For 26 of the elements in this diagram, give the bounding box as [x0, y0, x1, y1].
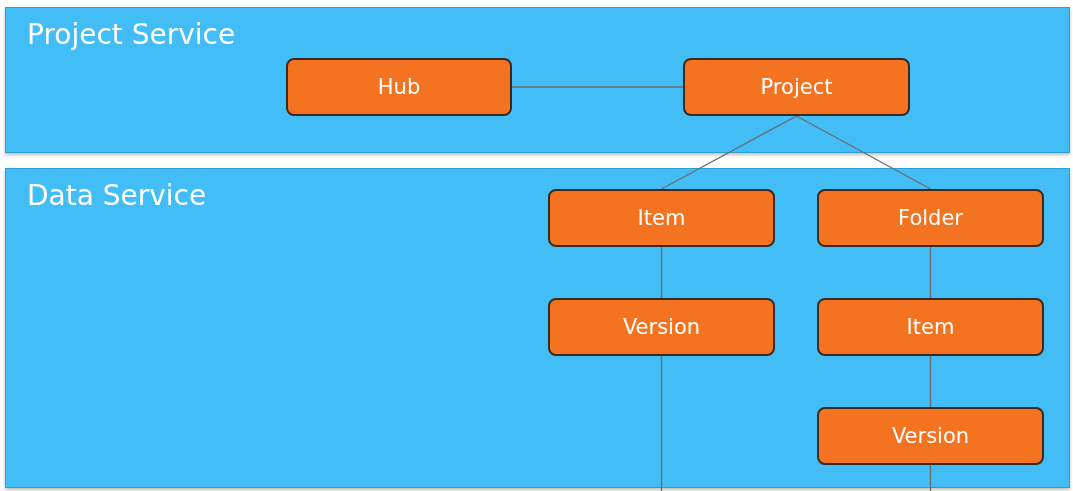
- panel-title: Data Service: [27, 179, 207, 212]
- entity-box: [817, 298, 1044, 356]
- connector-line: [795, 115, 932, 190]
- entity-label: Folder: [898, 206, 963, 230]
- entity-box: [548, 298, 775, 356]
- panel-title: Project Service: [27, 18, 236, 51]
- entity-box: [286, 58, 512, 116]
- service-panel: [5, 7, 1070, 153]
- entity-label: Item: [906, 315, 955, 339]
- entity-box: [683, 58, 910, 116]
- entity-label: Item: [637, 206, 686, 230]
- entity-box: [548, 189, 775, 247]
- connector-line: [929, 355, 932, 408]
- entity-label: Project: [760, 75, 833, 99]
- entity-label: Hub: [377, 75, 421, 99]
- connector-line: [929, 246, 932, 299]
- entity-box: [817, 407, 1044, 465]
- entity-box: [817, 189, 1044, 247]
- entity-label: Version: [891, 424, 970, 448]
- service-panel: [5, 168, 1070, 488]
- connector-line: [660, 246, 663, 299]
- connector-line: [511, 86, 684, 88]
- connector-line: [929, 464, 932, 491]
- connector-line: [660, 115, 798, 190]
- entity-label: Version: [622, 315, 701, 339]
- connector-line: [660, 355, 663, 491]
